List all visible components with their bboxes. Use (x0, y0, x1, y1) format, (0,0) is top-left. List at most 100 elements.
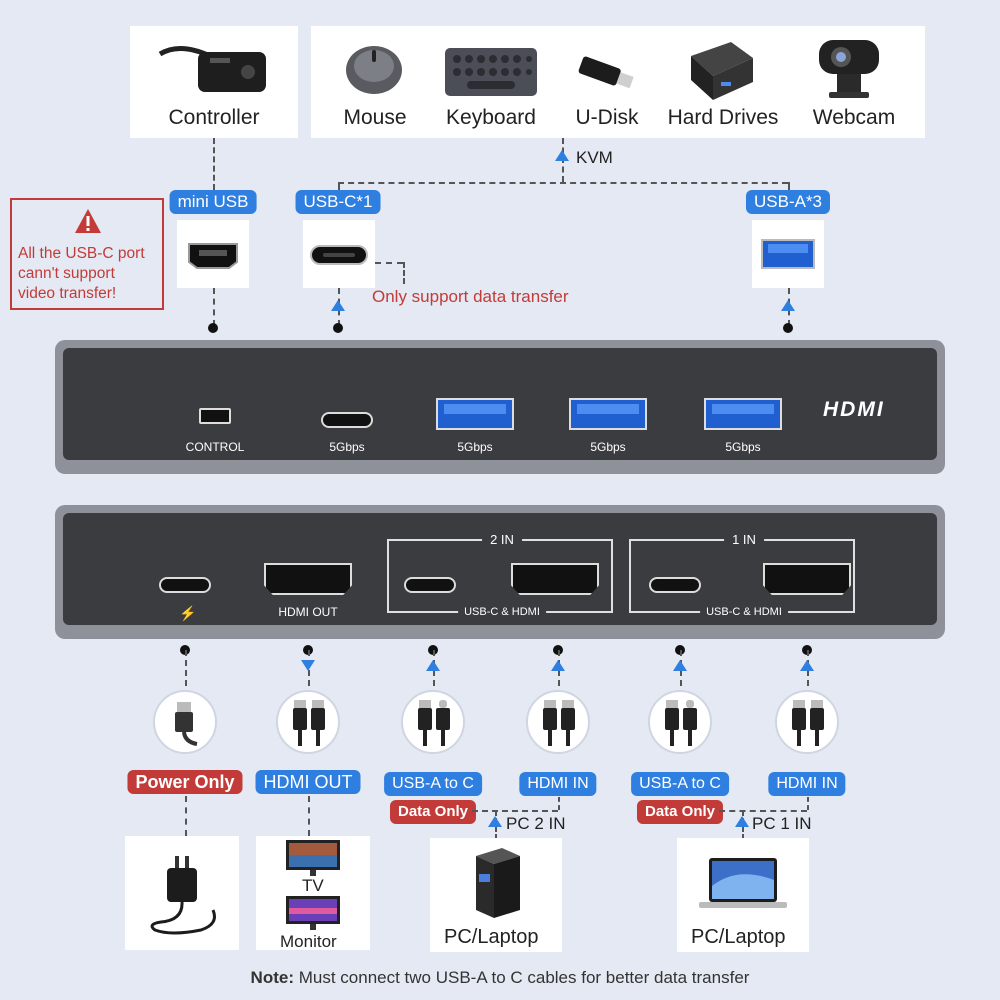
input-1-title: 1 IN (724, 532, 764, 547)
hdmi-out-port-label: HDMI OUT (278, 605, 338, 619)
tv-label: TV (302, 876, 324, 895)
power-only-badge: Power Only (127, 770, 243, 794)
front-usbc-port (321, 412, 373, 428)
bottom-note: Note: Must connect two USB-A to C cables… (0, 968, 1000, 988)
desktop-pc-icon (476, 848, 520, 918)
u-disk-label: U-Disk (575, 106, 639, 129)
controller-icon (158, 46, 266, 92)
peripherals-card: Mouse Keyboard U-Disk Hard Drives Webcam (311, 26, 925, 138)
usbc-arrow-icon (331, 300, 345, 311)
in1-usbc-port (649, 577, 701, 593)
front-panel: CONTROL 5Gbps 5Gbps 5Gbps 5Gbps HDMI (55, 340, 945, 474)
data-only-note: Only support data transfer (372, 287, 569, 306)
mini-usb-port-icon (188, 243, 238, 269)
hdmi-cable-icon (543, 700, 575, 746)
hdmi-out-badge: HDMI OUT (255, 770, 361, 794)
pc2-arrow-icon (488, 816, 502, 827)
control-label: CONTROL (185, 440, 245, 454)
monitor-icon (286, 896, 340, 930)
in1-usba-to-c-badge: USB-A to C (631, 772, 729, 796)
warning-line-1: All the USB-C port (18, 245, 145, 262)
usba-badge: USB-A*3 (745, 190, 831, 214)
keyboard-icon (445, 48, 537, 96)
usbc-closeup (303, 220, 375, 288)
input-2-sub: USB-C & HDMI (458, 606, 546, 618)
kvm-connector-line (338, 182, 788, 184)
in2-usbc-port (404, 577, 456, 593)
laptop-icon (699, 858, 787, 908)
in1-usbc-arrow-icon (673, 660, 687, 671)
back-panel: ⚡ HDMI OUT 2 IN USB-C & HDMI 1 IN USB-C … (55, 505, 945, 639)
mouse-icon (346, 46, 402, 94)
in2-hdmi-cable-circle (526, 690, 590, 754)
mini-usb-closeup (177, 220, 249, 288)
usb-a-to-c-cable-icon (418, 700, 450, 746)
usba-closeup (752, 220, 824, 288)
in2-usb-cable-circle (401, 690, 465, 754)
keyboard-label: Keyboard (446, 106, 536, 129)
in1-hdmi-arrow-icon (800, 660, 814, 671)
display-card: TV Monitor (256, 836, 370, 951)
hdmi-out-cable-circle (276, 690, 340, 754)
tv-icon (286, 840, 340, 876)
in1-data-only-badge: Data Only (636, 800, 724, 824)
input-1-group: 1 IN USB-C & HDMI (629, 532, 855, 618)
power-cable-circle (153, 690, 217, 754)
note-text: Must connect two USB-A to C cables for b… (294, 968, 750, 987)
input-2-title: 2 IN (482, 532, 522, 547)
in2-usba-to-c-badge: USB-A to C (384, 772, 482, 796)
front-usba-port-3 (704, 398, 782, 430)
controller-label: Controller (168, 106, 260, 129)
usbc-port-icon (310, 245, 368, 265)
input-1-sub: USB-C & HDMI (700, 606, 788, 618)
u-disk-icon (578, 56, 634, 89)
in2-hdmi-port (511, 563, 599, 595)
hdmi-cable-icon (293, 700, 325, 746)
power-adapter-icon (150, 856, 216, 935)
in2-usbc-arrow-icon (426, 660, 440, 671)
warning-icon (75, 209, 101, 233)
mouse-label: Mouse (343, 106, 407, 129)
pc2-label: PC/Laptop (444, 926, 539, 948)
mini-usb-badge: mini USB (169, 190, 257, 214)
usbc-badge: USB-C*1 (295, 190, 381, 214)
warning-line-3: video transfer! (18, 285, 117, 302)
in1-hdmi-in-badge: HDMI IN (768, 772, 846, 796)
monitor-label: Monitor (280, 932, 337, 951)
front-usba-3-speed: 5Gbps (725, 440, 761, 454)
power-usbc-port (159, 577, 211, 593)
front-usba-port-1 (436, 398, 514, 430)
power-adapter-card (125, 836, 239, 950)
webcam-icon (819, 40, 879, 98)
pc1-label: PC/Laptop (691, 926, 786, 948)
warning-box: All the USB-C port cann't support video … (10, 198, 164, 310)
lightning-icon: ⚡ (179, 605, 197, 621)
in2-hdmi-arrow-icon (551, 660, 565, 671)
warning-line-2: cann't support (18, 265, 115, 282)
in1-usb-cable-circle (648, 690, 712, 754)
hdmi-out-arrow-icon (301, 660, 315, 671)
in1-hdmi-cable-circle (775, 690, 839, 754)
hdmi-out-port (264, 563, 352, 595)
pc2-card: PC/Laptop (430, 838, 562, 952)
front-usbc-speed: 5Gbps (329, 440, 365, 454)
pc2-in-label: PC 2 IN (506, 814, 566, 833)
usb-a-to-c-cable-icon (665, 700, 697, 746)
front-usba-2-speed: 5Gbps (590, 440, 626, 454)
in2-hdmi-in-badge: HDMI IN (519, 772, 597, 796)
hard-drive-icon (691, 42, 753, 100)
controller-card: Controller (130, 26, 298, 138)
usba-arrow-icon (781, 300, 795, 311)
control-port (199, 408, 231, 424)
hdmi-cable-icon (792, 700, 824, 746)
in2-data-only-badge: Data Only (389, 800, 477, 824)
usba-port-icon (761, 239, 815, 269)
kvm-arrow-icon (555, 150, 569, 161)
hdmi-logo: HDMI (823, 398, 885, 421)
kvm-label: KVM (576, 148, 613, 167)
usb-cable-icon (175, 702, 198, 746)
input-2-group: 2 IN USB-C & HDMI (387, 532, 613, 618)
pc1-arrow-icon (735, 816, 749, 827)
in1-hdmi-port (763, 563, 851, 595)
note-prefix: Note: (250, 968, 294, 987)
